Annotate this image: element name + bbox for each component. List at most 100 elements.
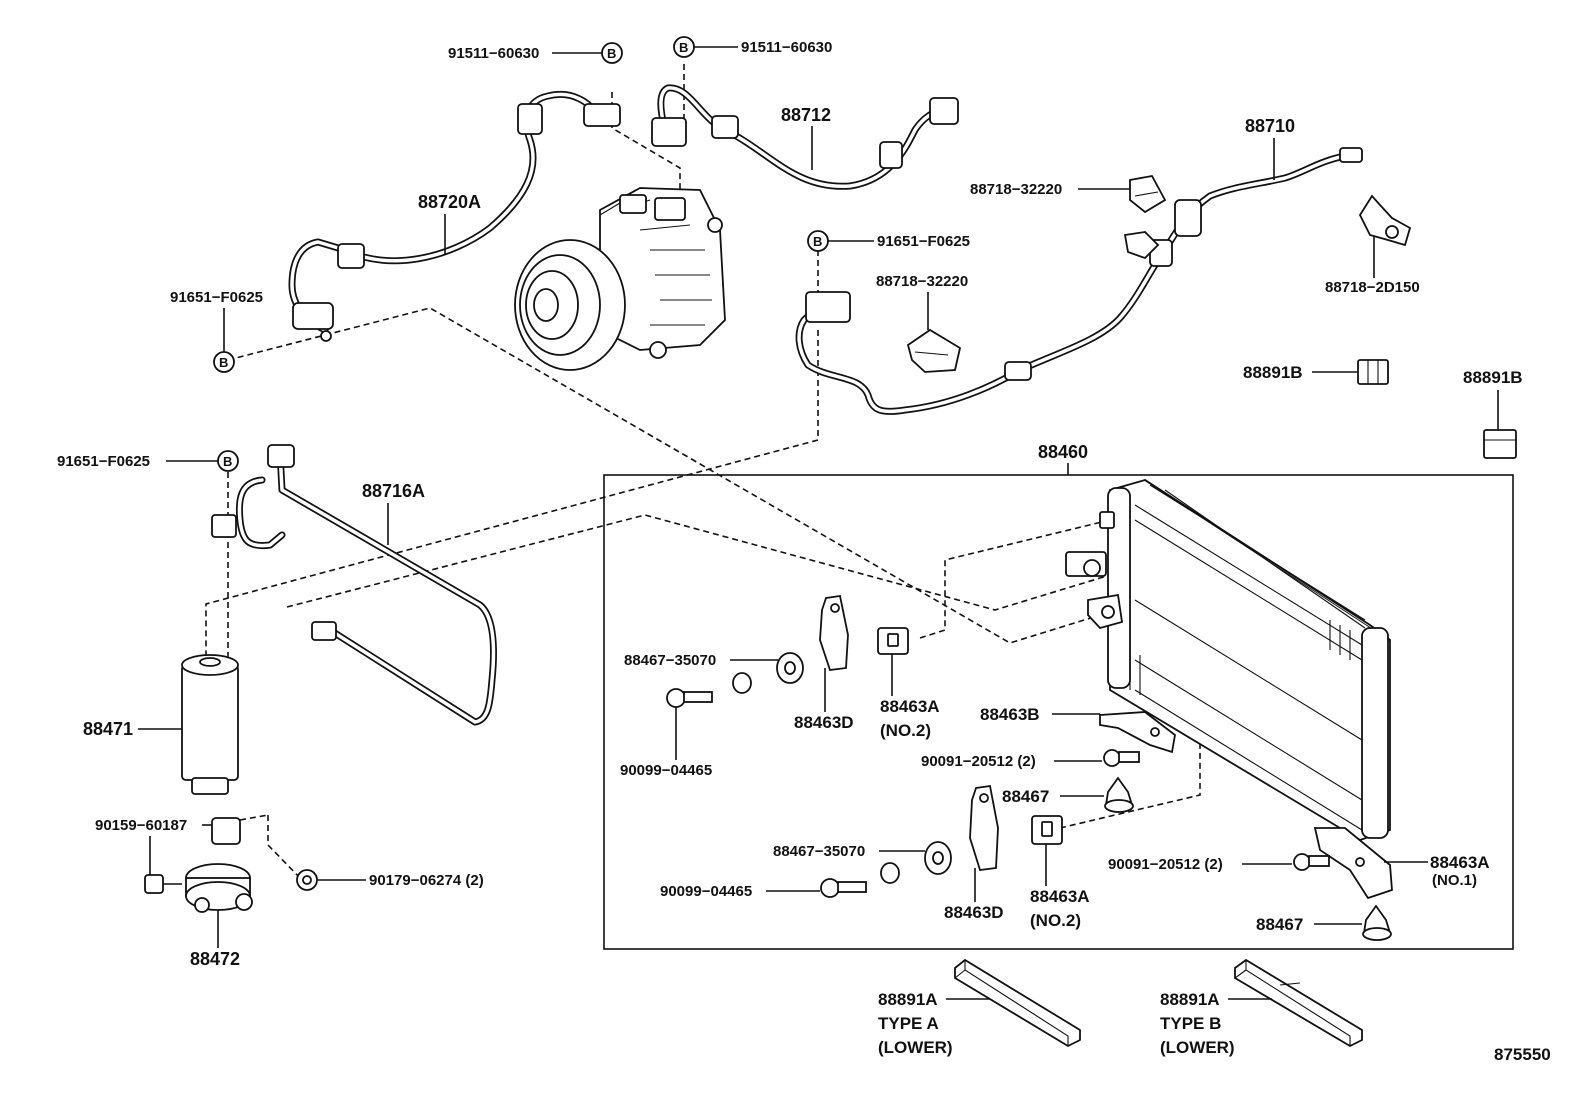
dashed-connections bbox=[205, 64, 1346, 881]
svg-text:88463A: 88463A bbox=[880, 697, 940, 716]
bracket-88463a-no1 bbox=[1313, 827, 1393, 900]
bolt-90159-60187 bbox=[144, 874, 182, 894]
label-88891a-type-b: 88891A TYPE B (LOWER) bbox=[1160, 990, 1272, 1057]
label-88891b-1: 88891B bbox=[1243, 363, 1358, 382]
svg-text:88463D: 88463D bbox=[944, 903, 1004, 922]
svg-text:90091−20512 (2): 90091−20512 (2) bbox=[921, 753, 1036, 770]
label-91511-60630-left: 91511−60630 bbox=[448, 45, 602, 62]
label-90099-04465-1: 90099−04465 bbox=[620, 707, 712, 779]
b-marker: B bbox=[807, 230, 829, 252]
label-88467-2: 88467 bbox=[1256, 915, 1362, 934]
svg-text:91511−60630: 91511−60630 bbox=[448, 45, 539, 62]
label-90091-20512-1: 90091−20512 (2) bbox=[921, 753, 1102, 770]
clamp-near-88710 bbox=[1123, 231, 1160, 260]
label-88718-32220-top: 88718−32220 bbox=[970, 181, 1130, 198]
label-88716a: 88716A bbox=[362, 481, 425, 545]
svg-text:B: B bbox=[607, 46, 616, 61]
bolt-90091-20512 bbox=[1103, 749, 1140, 767]
label-88891b-2: 88891B bbox=[1463, 368, 1523, 430]
label-88720a: 88720A bbox=[418, 192, 481, 255]
svg-text:88467−35070: 88467−35070 bbox=[624, 652, 716, 669]
cushion-88891a-type-b bbox=[1234, 958, 1363, 1048]
svg-text:91511−60630: 91511−60630 bbox=[741, 39, 832, 56]
line-88710 bbox=[795, 147, 1363, 415]
svg-text:(NO.2): (NO.2) bbox=[1030, 911, 1081, 930]
label-88712: 88712 bbox=[781, 105, 831, 170]
condenser bbox=[1065, 479, 1391, 841]
receiver-88471 bbox=[181, 654, 239, 795]
svg-text:91651−F0625: 91651−F0625 bbox=[170, 289, 263, 306]
svg-text:88891B: 88891B bbox=[1243, 363, 1303, 382]
label-88467-35070-2: 88467−35070 bbox=[773, 843, 925, 860]
svg-text:88472: 88472 bbox=[190, 949, 240, 969]
svg-text:88720A: 88720A bbox=[418, 192, 481, 212]
label-88891a-type-a: 88891A TYPE A (LOWER) bbox=[878, 990, 990, 1057]
cushion-88891b bbox=[1483, 429, 1517, 459]
label-88710: 88710 bbox=[1245, 116, 1295, 180]
svg-text:90179−06274 (2): 90179−06274 (2) bbox=[369, 872, 484, 889]
label-88471: 88471 bbox=[83, 719, 182, 739]
bracket-88463d bbox=[819, 594, 849, 671]
label-88463d-1: 88463D bbox=[794, 668, 854, 732]
svg-text:(LOWER): (LOWER) bbox=[878, 1038, 953, 1057]
clip-88467 bbox=[1104, 776, 1134, 813]
bracket-88472 bbox=[185, 817, 253, 913]
bracket-88463a-no2 bbox=[877, 627, 909, 655]
svg-text:88718−32220: 88718−32220 bbox=[876, 273, 968, 290]
svg-text:(NO.1): (NO.1) bbox=[1432, 872, 1477, 889]
washer bbox=[732, 672, 752, 694]
svg-text:88467: 88467 bbox=[1002, 787, 1049, 806]
bolt-90099-04465 bbox=[666, 688, 713, 708]
label-91511-60630-right: 91511−60630 bbox=[694, 39, 832, 56]
label-88463d-2: 88463D bbox=[944, 868, 1004, 922]
svg-text:91651−F0625: 91651−F0625 bbox=[57, 453, 150, 470]
label-90091-20512-2: 90091−20512 (2) bbox=[1108, 856, 1292, 873]
clip-88467 bbox=[1362, 904, 1392, 941]
clamp-88718-32220-top bbox=[1129, 174, 1167, 214]
svg-text:90099−04465: 90099−04465 bbox=[620, 762, 712, 779]
svg-text:88467: 88467 bbox=[1256, 915, 1303, 934]
b-marker: B bbox=[601, 42, 623, 64]
label-88467-35070-1: 88467−35070 bbox=[624, 652, 778, 669]
svg-text:88467−35070: 88467−35070 bbox=[773, 843, 865, 860]
svg-text:91651−F0625: 91651−F0625 bbox=[877, 233, 970, 250]
hose-88712 bbox=[651, 84, 959, 190]
svg-text:88891A: 88891A bbox=[1160, 990, 1220, 1009]
label-88463b: 88463B bbox=[980, 705, 1100, 724]
bolt-90099-04465 bbox=[820, 878, 867, 898]
label-88463a-no2-2: 88463A (NO.2) bbox=[1030, 844, 1090, 930]
label-91651-f0625-mid: 91651−F0625 bbox=[57, 453, 218, 470]
bracket-88463d bbox=[969, 784, 999, 871]
svg-text:875550: 875550 bbox=[1494, 1045, 1551, 1064]
hose-88720a bbox=[288, 91, 621, 342]
label-88463a-no2-1: 88463A (NO.2) bbox=[880, 654, 940, 740]
cushion-88891a-type-a bbox=[954, 958, 1081, 1048]
svg-text:88471: 88471 bbox=[83, 719, 133, 739]
svg-text:88463A: 88463A bbox=[1430, 853, 1490, 872]
condenser-assembly-box bbox=[603, 474, 1514, 950]
label-88472: 88472 bbox=[190, 910, 240, 969]
label-90179-06274: 90179−06274 (2) bbox=[318, 872, 484, 889]
b-marker: B bbox=[213, 351, 235, 373]
svg-text:(LOWER): (LOWER) bbox=[1160, 1038, 1235, 1057]
svg-text:88716A: 88716A bbox=[362, 481, 425, 501]
clamp-88718-2d150 bbox=[1358, 194, 1412, 247]
grommet-88467-35070 bbox=[776, 652, 804, 684]
label-88467-1: 88467 bbox=[1002, 787, 1104, 806]
label-88718-32220-mid: 88718−32220 bbox=[876, 273, 968, 330]
label-91651-f0625-top: 91651−F0625 bbox=[828, 233, 970, 250]
svg-text:B: B bbox=[679, 40, 688, 55]
tube-88716a bbox=[211, 444, 497, 726]
label-90159-60187: 90159−60187 bbox=[95, 817, 212, 875]
svg-text:88718−32220: 88718−32220 bbox=[970, 181, 1062, 198]
grommet-88467-35070 bbox=[924, 841, 952, 875]
clamp-88718-32220-mid bbox=[906, 328, 962, 373]
svg-text:90099−04465: 90099−04465 bbox=[660, 883, 752, 900]
b-marker: B bbox=[673, 36, 695, 58]
label-88718-2d150: 88718−2D150 bbox=[1325, 236, 1420, 296]
svg-text:88463A: 88463A bbox=[1030, 887, 1090, 906]
svg-text:88460: 88460 bbox=[1038, 442, 1088, 462]
svg-text:TYPE B: TYPE B bbox=[1160, 1014, 1221, 1033]
svg-text:90091−20512 (2): 90091−20512 (2) bbox=[1108, 856, 1223, 873]
